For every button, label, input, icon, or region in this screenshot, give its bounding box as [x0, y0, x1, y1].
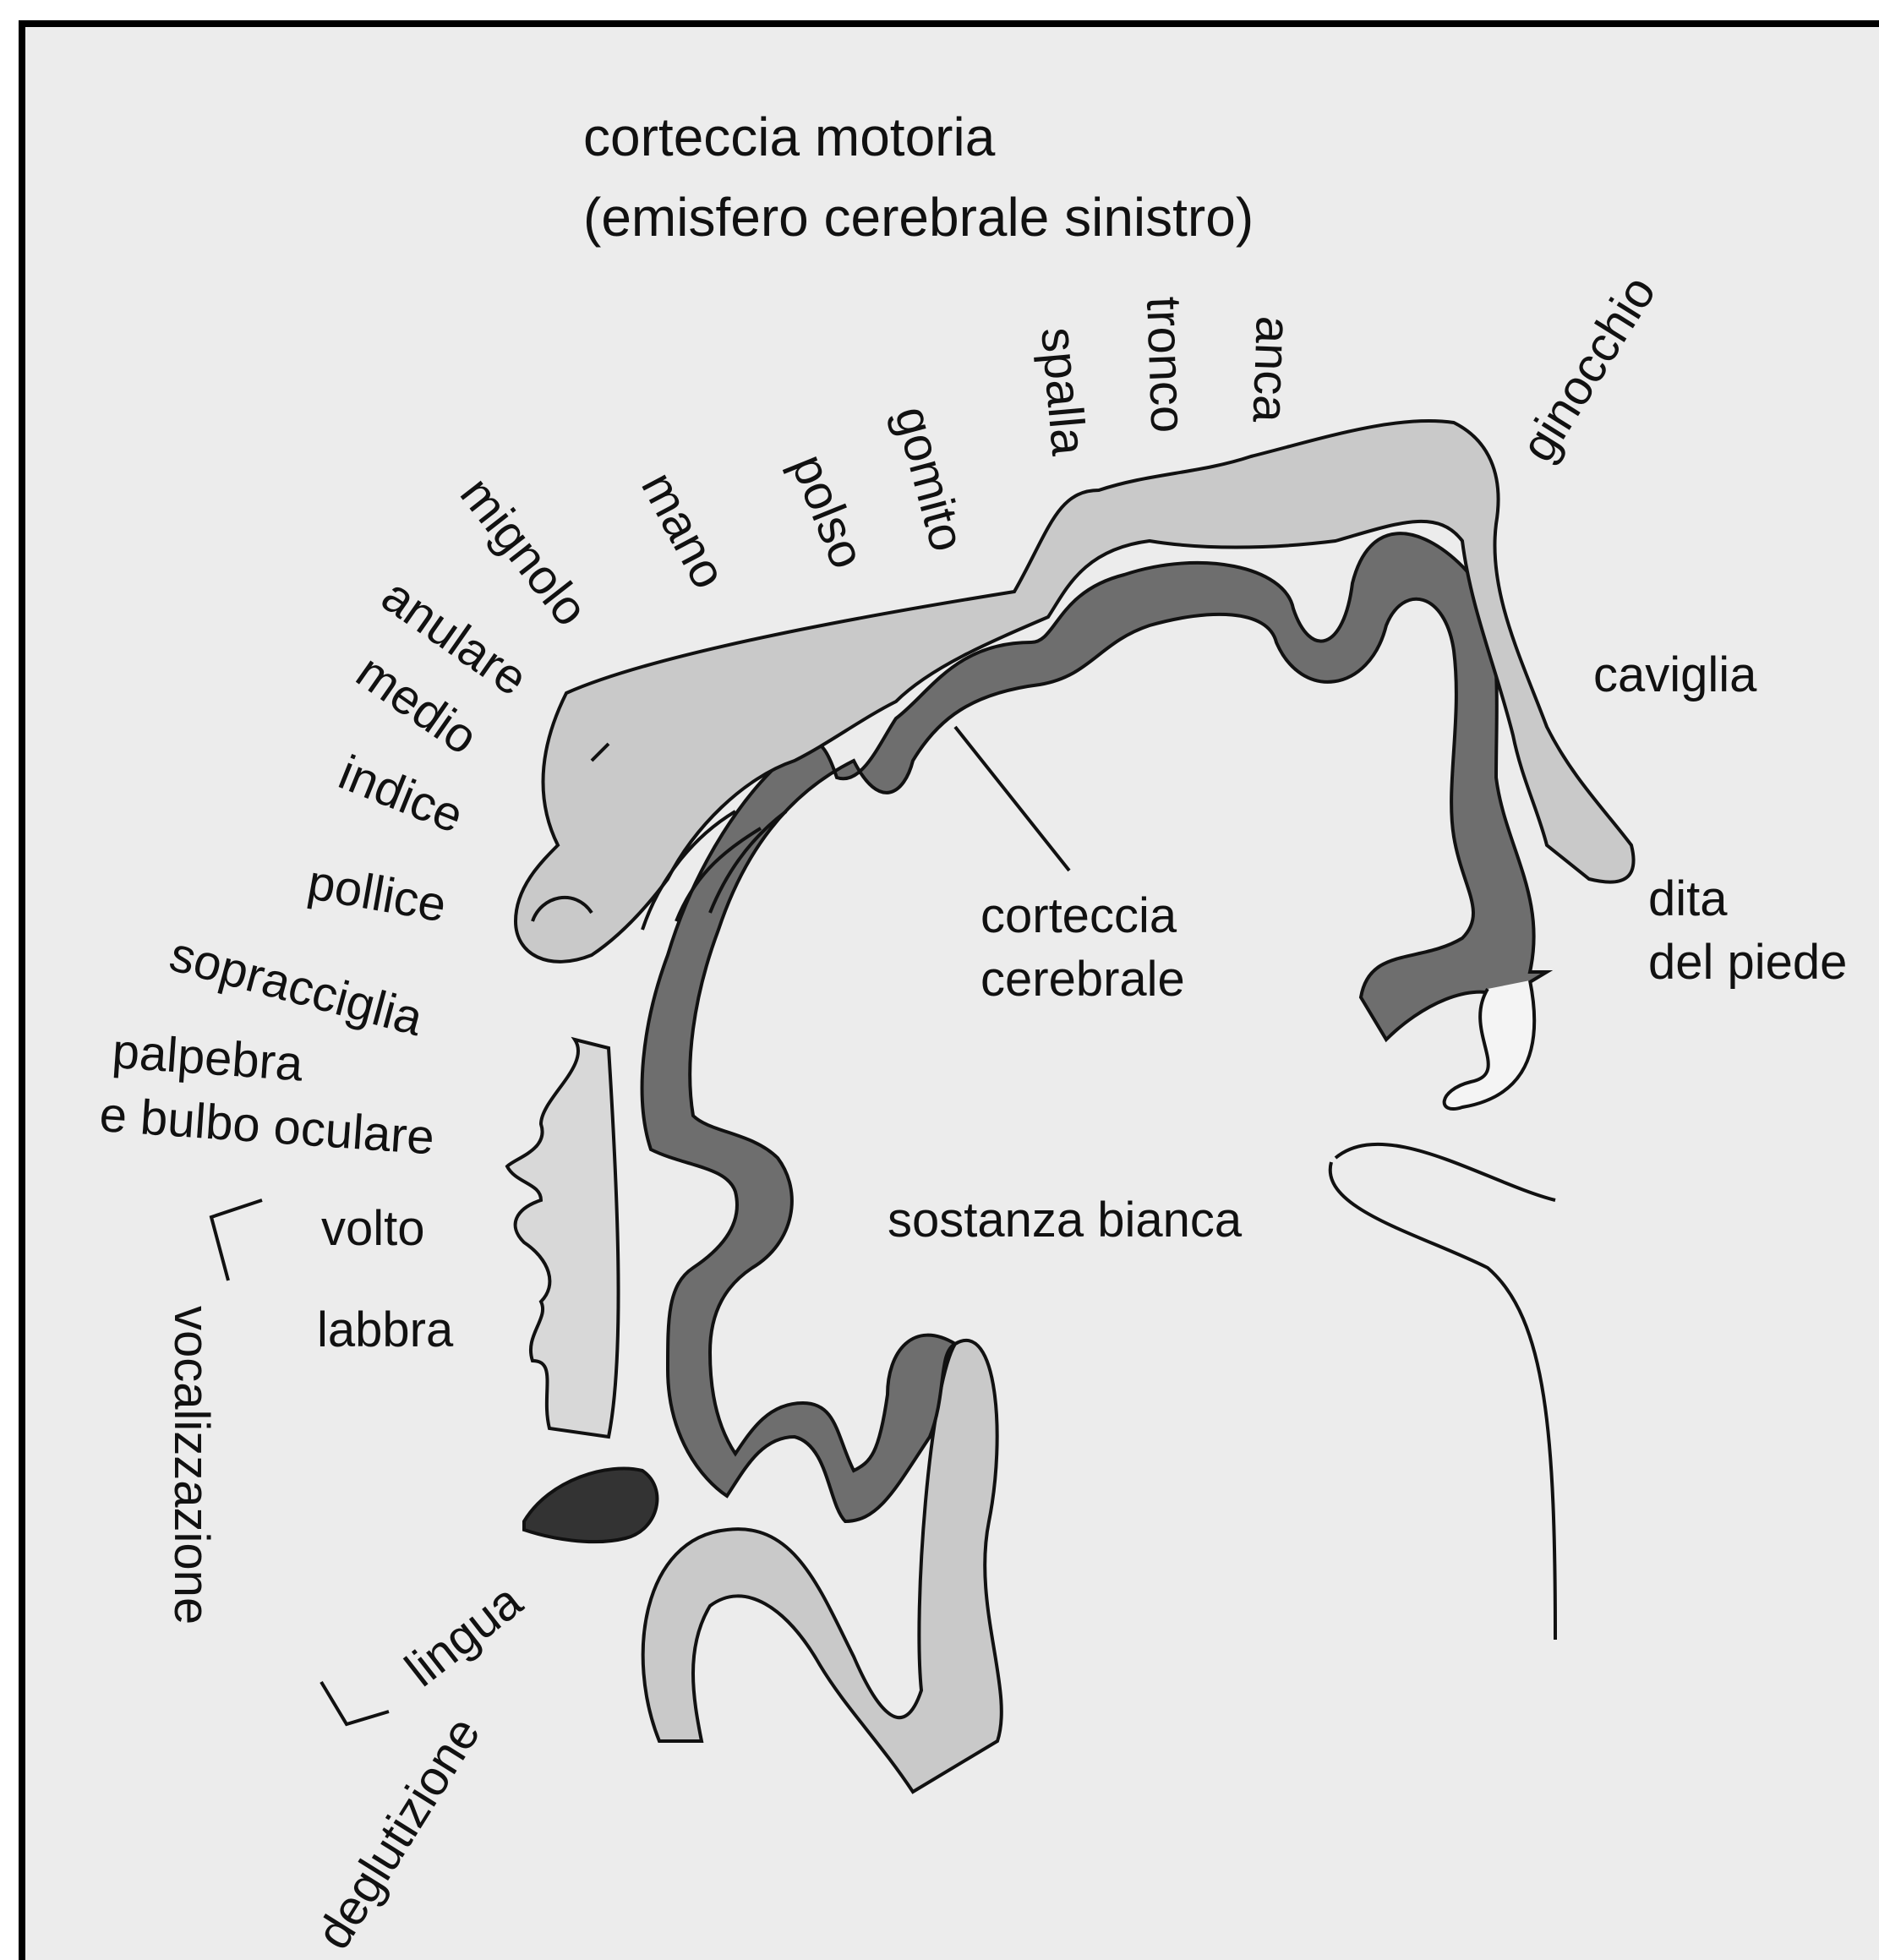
label-spalla: spalla: [1033, 325, 1093, 457]
diagram-title-line2: (emisfero cerebrale sinistro): [583, 190, 1254, 244]
white-matter-outline: [1330, 1144, 1555, 1640]
label-labbra: labbra: [317, 1306, 453, 1355]
label-corteccia-line1: corteccia: [980, 892, 1177, 941]
label-volto: volto: [321, 1204, 425, 1253]
label-dita-line1: dita: [1648, 875, 1728, 924]
label-dita-line2: del piede: [1648, 938, 1847, 987]
label-anca: anca: [1245, 315, 1297, 423]
label-tronco: tronco: [1139, 296, 1193, 434]
right-gyrus: [1445, 980, 1535, 1109]
cortex-pointer-line: [955, 727, 1069, 871]
homunculus-tongue: [524, 1469, 657, 1542]
vocalization-bracket: [211, 1200, 389, 1724]
label-sostanza-bianca: sostanza bianca: [888, 1196, 1242, 1245]
label-caviglia: caviglia: [1593, 651, 1756, 700]
label-corteccia-line2: cerebrale: [980, 955, 1185, 1004]
label-vocalizzazione: vocalizzazione: [167, 1306, 216, 1624]
diagram-title-line1: corteccia motoria: [583, 110, 995, 164]
label-palpebra-line1: palpebra: [111, 1027, 304, 1089]
homunculus-face: [507, 1040, 619, 1437]
